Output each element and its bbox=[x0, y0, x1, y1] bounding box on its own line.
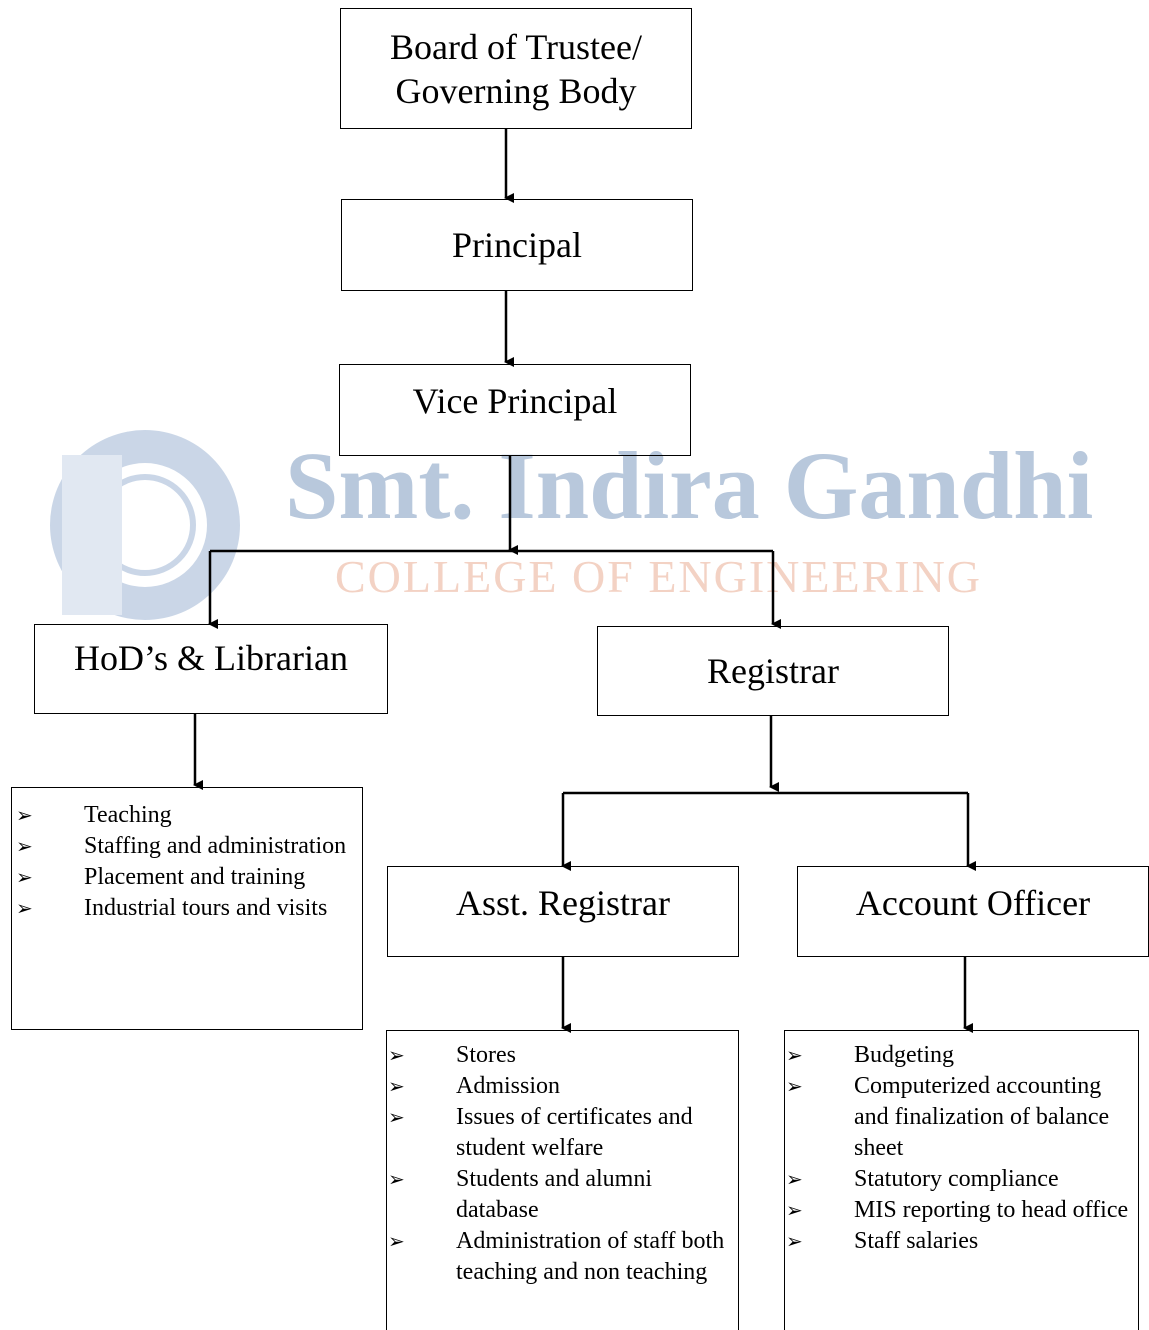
list-item: ➢Staffing and administration bbox=[16, 831, 358, 862]
list-item: ➢Statutory compliance bbox=[786, 1164, 1131, 1195]
list-item: ➢Budgeting bbox=[786, 1040, 1131, 1071]
node-asst-registrar-label: Asst. Registrar bbox=[456, 883, 670, 923]
list-item: ➢Admission bbox=[388, 1071, 728, 1102]
list-item: ➢MIS reporting to head office bbox=[786, 1195, 1131, 1226]
list-item: ➢Staff salaries bbox=[786, 1226, 1131, 1257]
node-account-officer-label: Account Officer bbox=[855, 883, 1091, 923]
node-principal: Principal bbox=[341, 199, 693, 291]
arrow-bullet-icon: ➢ bbox=[786, 1229, 803, 1253]
node-board: Board of Trustee/ Governing Body bbox=[340, 8, 692, 129]
arrow-bullet-icon: ➢ bbox=[388, 1105, 405, 1129]
node-registrar: Registrar bbox=[597, 626, 949, 716]
arrow-bullet-icon: ➢ bbox=[388, 1167, 405, 1191]
hod-tasks-box bbox=[11, 787, 363, 1030]
account-officer-tasks-box bbox=[784, 1030, 1139, 1330]
arrow-bullet-icon: ➢ bbox=[786, 1167, 803, 1191]
node-hod-librarian-label: HoD’s & Librarian bbox=[74, 638, 348, 678]
account-officer-tasks-list: ➢Budgeting ➢Computerized accounting and … bbox=[786, 1040, 1131, 1257]
node-account-officer: Account Officer bbox=[797, 866, 1149, 957]
list-item: ➢Stores bbox=[388, 1040, 728, 1071]
arrow-bullet-icon: ➢ bbox=[16, 834, 33, 858]
arrow-bullet-icon: ➢ bbox=[388, 1074, 405, 1098]
asst-registrar-tasks-box bbox=[386, 1030, 739, 1330]
list-item: ➢Administration of staff both teaching a… bbox=[388, 1228, 725, 1285]
node-vice-principal: Vice Principal bbox=[339, 364, 691, 456]
arrow-bullet-icon: ➢ bbox=[388, 1229, 405, 1253]
asst-registrar-tasks-list: ➢Stores ➢Admission ➢Issues of certificat… bbox=[388, 1040, 728, 1288]
arrow-bullet-icon: ➢ bbox=[16, 865, 33, 889]
node-hod-librarian: HoD’s & Librarian bbox=[34, 624, 388, 714]
arrow-bullet-icon: ➢ bbox=[16, 896, 33, 920]
list-item: ➢Computerized accounting and finalizatio… bbox=[786, 1073, 1110, 1161]
list-item: ➢Industrial tours and visits bbox=[16, 893, 358, 924]
node-asst-registrar: Asst. Registrar bbox=[387, 866, 739, 957]
list-item: ➢Teaching bbox=[16, 800, 358, 831]
arrow-bullet-icon: ➢ bbox=[786, 1043, 803, 1067]
node-principal-label: Principal bbox=[452, 225, 582, 265]
node-vice-principal-label: Vice Principal bbox=[412, 381, 618, 421]
list-item: ➢Issues of certificates and student welf… bbox=[388, 1104, 693, 1161]
arrow-bullet-icon: ➢ bbox=[388, 1043, 405, 1067]
arrow-bullet-icon: ➢ bbox=[786, 1198, 803, 1222]
list-item: ➢Placement and training bbox=[16, 862, 358, 893]
node-board-label: Board of Trustee/ Governing Body bbox=[390, 26, 642, 111]
list-item: ➢Students and alumni database bbox=[388, 1166, 652, 1223]
arrow-bullet-icon: ➢ bbox=[786, 1074, 803, 1098]
node-registrar-label: Registrar bbox=[707, 651, 839, 691]
hod-tasks-list: ➢Teaching ➢Staffing and administration ➢… bbox=[16, 800, 358, 924]
arrow-bullet-icon: ➢ bbox=[16, 803, 33, 827]
